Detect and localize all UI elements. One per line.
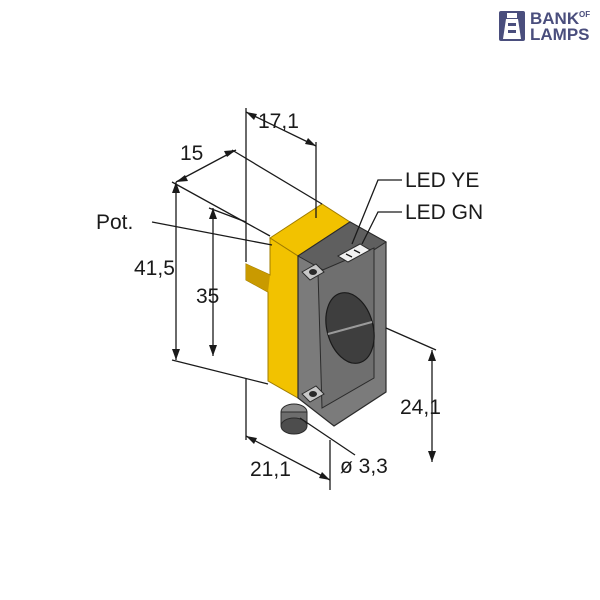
dim-width-bottom-label: 21,1 xyxy=(250,458,291,481)
led-ye-indicator xyxy=(345,253,353,258)
pot-label: Pot. xyxy=(96,211,133,234)
dim-cable-diameter-label: ø 3,3 xyxy=(340,455,388,478)
housing-notch-shadow xyxy=(246,264,270,292)
lighthouse-icon xyxy=(499,11,525,41)
mounting-hole-top-icon xyxy=(301,263,325,281)
dimension-lines xyxy=(151,108,437,490)
led-gn-label: LED GN xyxy=(405,201,483,224)
dim-height-inner-label: 35 xyxy=(196,285,219,308)
bank-of-lamps-logo: BANK OF LAMPS xyxy=(499,9,590,44)
led-window xyxy=(336,243,372,263)
logo-bank-text: BANK xyxy=(530,9,580,28)
logo-of-text: OF xyxy=(579,10,590,19)
dim-width-top-label: 17,1 xyxy=(258,110,299,133)
led-ye-label: LED YE xyxy=(405,169,479,192)
dim-height-total-label: 41,5 xyxy=(134,257,175,280)
cable-connector xyxy=(280,403,308,435)
dim-depth-label: 15 xyxy=(180,142,203,165)
lens-divider xyxy=(327,321,373,335)
led-gn-indicator xyxy=(353,249,361,254)
sensor-body xyxy=(245,203,387,435)
dim-lens-height-label: 24,1 xyxy=(400,396,441,419)
housing-left-side xyxy=(245,237,299,399)
logo-lamps-text: LAMPS xyxy=(530,25,590,44)
mounting-hole-bottom-icon xyxy=(301,385,325,403)
